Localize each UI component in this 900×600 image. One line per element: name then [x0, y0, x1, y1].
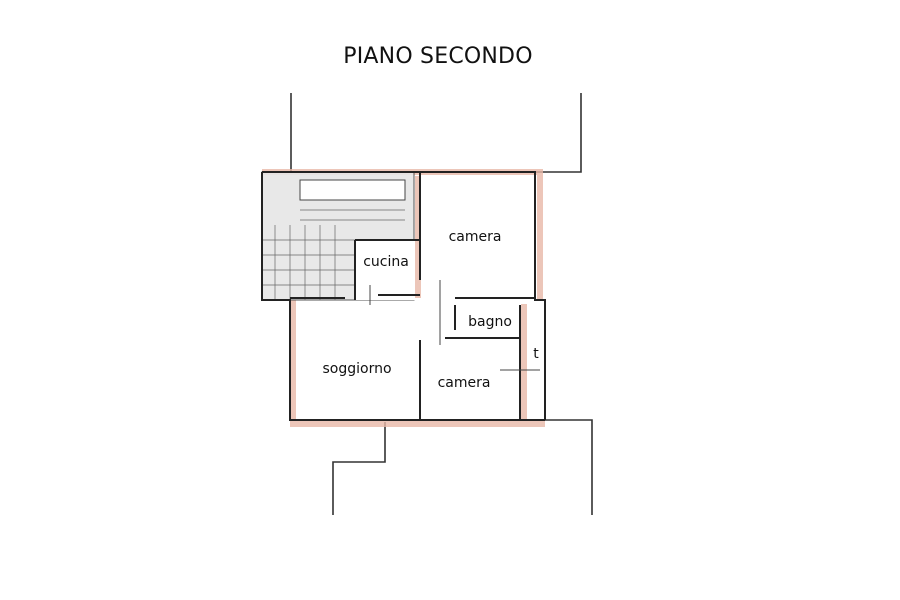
doors [369, 280, 540, 371]
room-label-camera-top: camera [448, 229, 502, 245]
room-label-t: t [533, 346, 539, 362]
stair-grid [262, 209, 405, 300]
stairs [261, 171, 415, 301]
room-label-cucina: cucina [363, 254, 409, 270]
floor-title: PIANO SECONDO [343, 44, 533, 69]
room-label-camera-bottom: camera [437, 375, 491, 391]
room-label-soggiorno: soggiorno [322, 361, 392, 377]
room-label-bagno: bagno [468, 314, 512, 330]
surrounding-outline [290, 93, 593, 515]
walls [261, 171, 546, 421]
